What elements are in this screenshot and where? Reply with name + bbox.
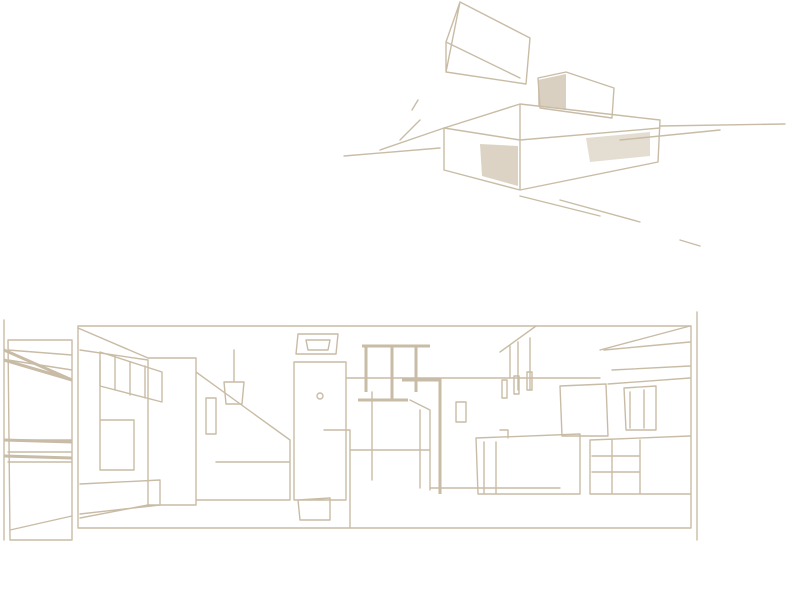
- interior-perspective-sketch: [3, 311, 698, 541]
- house-exterior-sketch: [343, 1, 786, 247]
